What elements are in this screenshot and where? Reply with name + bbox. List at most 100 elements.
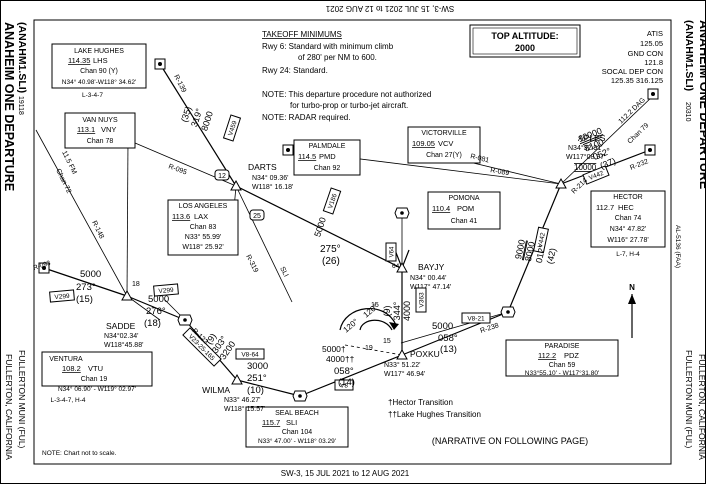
hec-lon: W116° 27.78' [607, 236, 648, 244]
airway-v186: V186 [327, 193, 339, 210]
right-faa: AL-5136 (FAA) [674, 225, 681, 268]
right-airport-name: FULLERTON MUNI (FUL) [684, 350, 694, 449]
aples-lat: N34°32.91' [568, 144, 603, 152]
aples-alt: 10000 [574, 163, 597, 172]
navaid-box-ventura: VENTURA 108.2 VTU Chan 19 N34° 06.90' - … [41, 351, 153, 393]
seg-sli-poxku-alt2: 4000†† [326, 354, 355, 364]
poxku-lon: W117° 46.94' [384, 370, 425, 378]
left-title: ANAHEIM ONE DEPARTURE [2, 22, 16, 191]
hec-extra: L-7, H-4 [616, 251, 640, 258]
sadde-lat: N34°02.34' [104, 332, 139, 340]
vtu-vortac-icon [38, 262, 50, 274]
airway-v299-east: V299 [158, 287, 174, 295]
seg-sli-poxku-dist: (14) [338, 377, 355, 388]
seg-pdz-aples-alt2: 8000 [523, 241, 537, 263]
plan-view-frame [33, 19, 672, 465]
seg-pdz-aples-alt: 9000 [513, 239, 527, 261]
hec-id: HEC [618, 203, 634, 212]
sli-radial-label: SLI [278, 266, 289, 279]
seg-poxku-pdz-dist: (13) [440, 344, 457, 355]
right-title: ANAHEIM ONE DEPARTURE [697, 20, 706, 189]
segment-labels: 8000 319° (35) 5000 275° (26) 5000 273° … [76, 105, 617, 396]
vcv-chan: Chan 27(Y) [426, 152, 462, 159]
vcv-id: VCV [438, 139, 453, 148]
radial-r089: R-089 [490, 167, 510, 177]
wilma-fix-icon [231, 373, 243, 385]
pmd-freq: 114.5 [298, 152, 316, 161]
pmd-vortac-icon [282, 144, 294, 156]
navaid-box-seal-beach: SEAL BEACH 115.7 SLI Chan 104 N33° 47.00… [245, 406, 349, 448]
aples-fix-icon [555, 177, 567, 189]
legend-hector: †Hector Transition [388, 398, 453, 407]
lax-id: LAX [194, 212, 208, 221]
navaid-box-lake-hughes: LAKE HUGHES 114.35 LHS Chan 90 (Y) N34° … [51, 43, 147, 89]
seg-sadde-vtu-crs: 273° [76, 282, 96, 293]
darts-fix-icon [230, 179, 242, 191]
lhs-vortac-icon [154, 58, 166, 70]
seg-poxku-pdz-alt: 5000 [432, 321, 453, 332]
dme-64: 64 [392, 263, 400, 270]
top-header: SW-3, 15 JUL 2021 to 12 AUG 2021 [325, 4, 454, 13]
lax-vortac-icon [177, 314, 193, 326]
atis-freq: 125.05 [640, 39, 663, 48]
poxku-name: POXKU [410, 349, 440, 359]
vtu-extra: L-3-4-7, H-4 [50, 397, 85, 404]
dme-19: 19 [365, 345, 373, 352]
lhs-id: LHS [93, 56, 108, 65]
lhs-coord: N34° 40.98'-W118° 34.62' [62, 78, 136, 86]
hec-name: HECTOR [613, 194, 642, 201]
dme-12: 12 [218, 173, 226, 180]
legend-lake-hughes: ††Lake Hughes Transition [388, 410, 481, 419]
vtu-freq: 108.2 [62, 364, 81, 373]
seg-poxku-bayjy-crs: 344° [392, 301, 402, 320]
pmd-name: PALMDALE [309, 143, 346, 150]
darts-name: DARTS [248, 162, 277, 172]
seg-sli-wilma-dist: (10) [247, 385, 264, 396]
top-altitude-label: TOP ALTITUDE: [491, 31, 558, 41]
gnd-label: GND CON [628, 49, 663, 58]
seg-poxku-bayjy-alt: 4000 [402, 301, 412, 321]
dme-25: 25 [253, 213, 261, 220]
bayjy-fix-icon [396, 261, 408, 273]
pdz-vortac-icon [500, 306, 516, 318]
seg-lax-sadde-alt: 5000 [148, 294, 169, 305]
pdz-id: PDZ [564, 351, 579, 360]
takeoff-minimums: TAKEOFF MINIMUMS Rwy 6: Standard with mi… [262, 30, 431, 122]
bottom-footer: SW-3, 15 JUL 2021 to 12 AUG 2021 [281, 469, 410, 478]
sli-freq: 115.7 [262, 418, 280, 427]
wilma-name: WILMA [202, 385, 230, 395]
bayjy-lat: N34° 00.44' [410, 274, 446, 282]
seg-poxku-pdz-crs: 058° [438, 333, 458, 344]
darts-lon: W118° 16.18' [252, 183, 293, 191]
vtu-coord: N34° 06.90' - W119° 02.97' [58, 385, 136, 393]
left-airport-city: FULLERTON, CALIFORNIA [4, 354, 14, 460]
bayjy-lon: W117° 47.14' [410, 283, 451, 291]
atis-label: ATIS [647, 29, 663, 38]
lhs-name: LAKE HUGHES [74, 48, 124, 55]
poxku-lat: N33° 51.22' [384, 361, 420, 369]
vcv-freq: 109.05 [412, 139, 435, 148]
seg-lax-sadde-crs: 276° [146, 306, 166, 317]
lax-chan: Chan 83 [190, 224, 217, 231]
left-subtitle: (ANAHM1.SLI) [16, 22, 28, 93]
sadde-lon: W118°45.88' [104, 341, 143, 349]
lax-lat: N33° 55.99' [185, 233, 221, 241]
lhs-extra: L-3-4-7 [82, 92, 103, 99]
seg-sadde-vtu-dist: (15) [76, 294, 93, 305]
dme-18: 18 [132, 281, 140, 288]
aples-name: APLES [578, 133, 606, 143]
pom-freq: 110.4 [432, 204, 450, 213]
hec-freq: 112.7 [596, 203, 614, 212]
hec-chan: Chan 74 [615, 215, 642, 222]
airway-v459: V459 [227, 120, 238, 137]
bayjy-name: BAYJY [418, 262, 445, 272]
seg-lax-sadde-dist: (18) [144, 318, 161, 329]
airway-v8-21: V8-21 [467, 316, 485, 323]
radial-r081: R-081 [470, 153, 490, 164]
seg-lhs-darts-dist: (35) [179, 105, 193, 123]
seg-sli-wilma-alt: 3000 [247, 361, 268, 372]
right-subtitle: (ANAHM1.SLI) [683, 20, 695, 91]
vny-freq: 113.1 [77, 125, 95, 134]
seg-pdz-aples-crs: 012° [534, 243, 548, 264]
pdz-coord: N33°55.10' - W117°31.80' [525, 369, 599, 377]
